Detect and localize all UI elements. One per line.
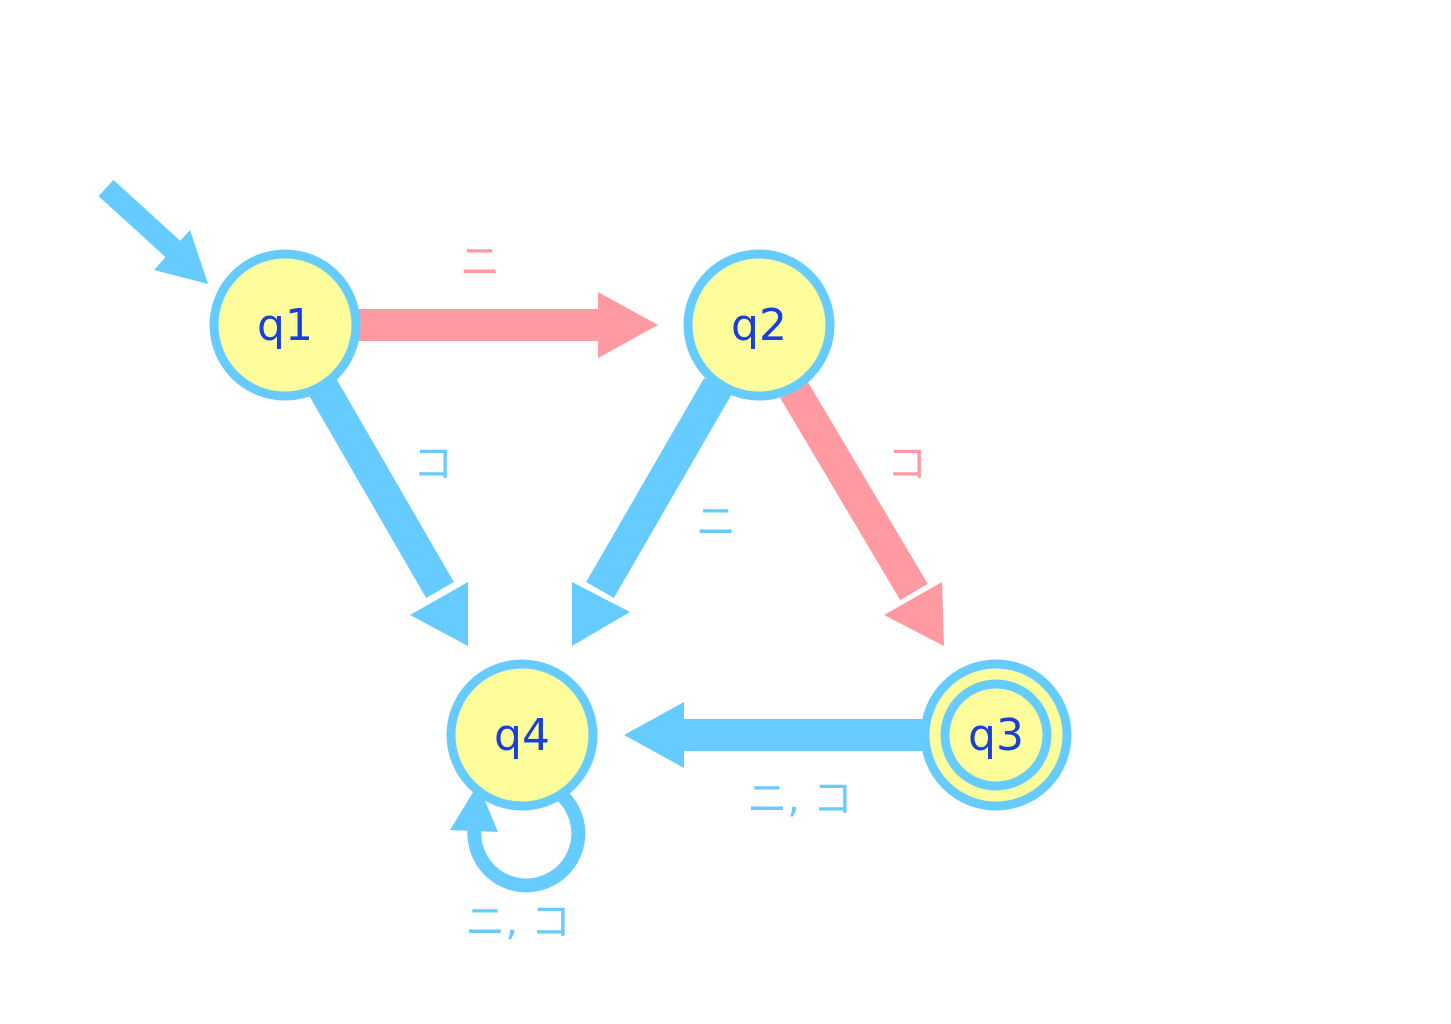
- state-q2-label: q2: [731, 300, 787, 351]
- start-arrow: [98, 179, 208, 284]
- self-loop-q4: [450, 784, 586, 893]
- transition-q3-q4: [624, 702, 922, 768]
- label-q3-q4: ニ, コ: [747, 776, 852, 822]
- label-q1-q2: ニ: [460, 239, 500, 285]
- label-q2-q3: コ: [887, 441, 927, 487]
- state-q3-label: q3: [968, 710, 1024, 761]
- transition-q1-q2: [358, 292, 658, 358]
- state-q2: q2: [683, 249, 835, 401]
- state-q1: q1: [209, 249, 361, 401]
- accepting-ring: [940, 679, 1052, 791]
- transition-q2-q3: [780, 381, 944, 646]
- label-q1-q4: コ: [413, 441, 453, 487]
- state-q3: q3: [920, 659, 1072, 811]
- label-q2-q4: ニ: [696, 499, 736, 545]
- state-q4: q4: [446, 659, 598, 811]
- state-q4-label: q4: [494, 710, 550, 761]
- transition-q1-q4: [308, 377, 468, 646]
- transition-q2-q4: [572, 377, 732, 646]
- state-q1-label: q1: [257, 300, 313, 351]
- label-q4-q4: ニ, コ: [465, 899, 570, 945]
